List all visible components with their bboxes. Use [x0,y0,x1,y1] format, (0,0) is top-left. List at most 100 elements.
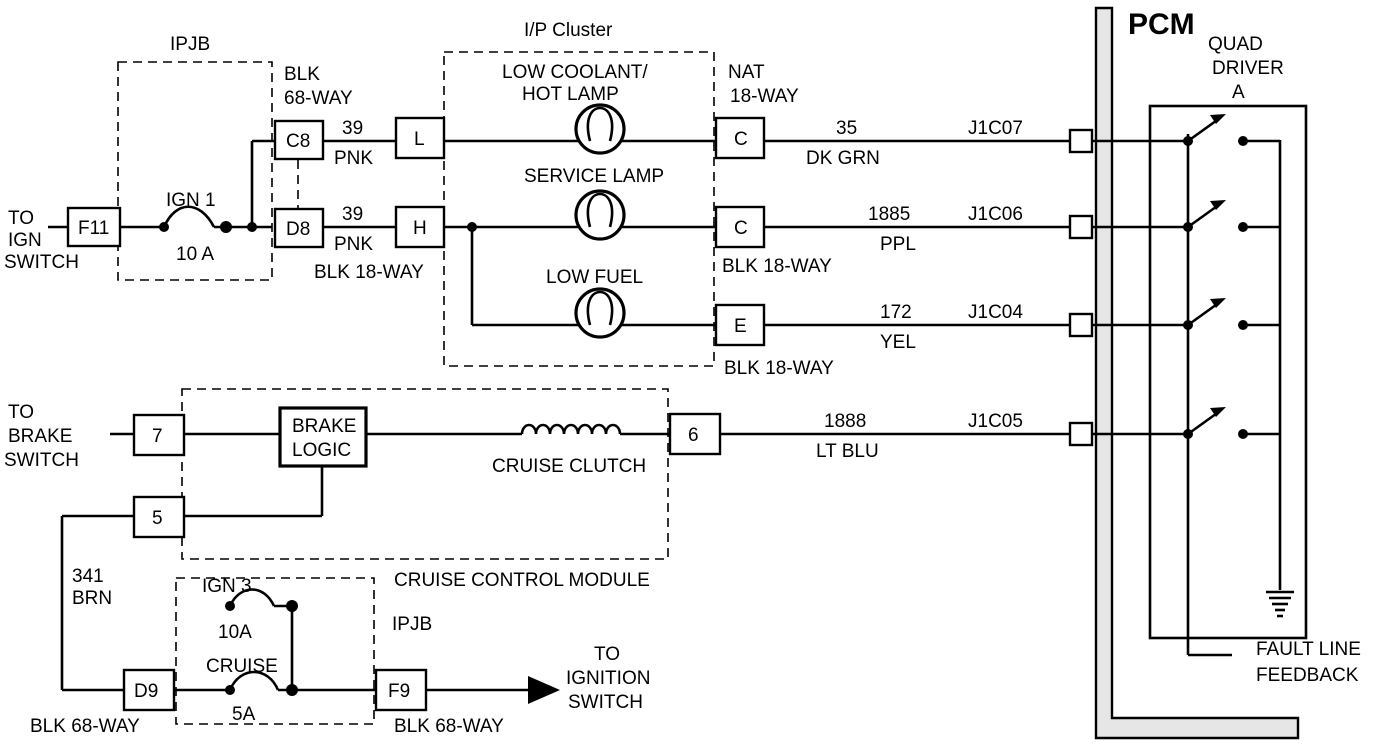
pcm-housing [1094,6,1300,740]
pcm-terminal [1068,128,1094,154]
pcm-terminal [1068,312,1094,338]
junction-dot [1183,136,1193,146]
pin-7-label: 7 [152,426,163,447]
pin-j1c06: J1C06 [968,204,1023,225]
blk-18way-h-label: BLK 18-WAY [314,262,424,283]
ground-symbol [1266,590,1294,618]
pcm-terminal [1068,214,1094,240]
blk-68way-line1: BLK [284,64,320,85]
wire-39-bottom-num: 39 [342,204,363,225]
to-brake-switch-line3: SWITCH [4,450,79,471]
lamp-service-label: SERVICE LAMP [524,166,664,187]
fault-line-label1: FAULT LINE [1256,639,1361,660]
connector-f11 [66,206,122,248]
blk-68way-d9-label: BLK 68-WAY [30,716,140,737]
lamp-low-fuel-bulb [574,287,626,339]
to-ign-switch-line1: TO [8,208,34,229]
pin-l-label: L [414,129,425,150]
wire-1885-num: 1885 [868,204,910,225]
lamp-low-fuel-label: LOW FUEL [546,267,643,288]
connector-f11-label: F11 [78,218,109,239]
fuse-cruise-rating: 5A [232,704,256,725]
blk-18way-c-label: BLK 18-WAY [722,256,832,277]
wire-1885-color: PPL [880,234,916,255]
wire-341-num: 341 [72,566,104,587]
pin-e-fuel-label: E [734,316,747,337]
ipjb-bottom-box [175,577,375,725]
junction-dot [1183,222,1193,232]
wire-1888-color: LT BLU [816,441,879,462]
cruise-clutch-coil [520,423,622,435]
junction-dot [1183,320,1193,330]
wire-35-num: 35 [836,118,857,139]
ip-cluster-title: I/P Cluster [524,20,613,41]
ipjb-bottom-section: D9 BLK 68-WAY IPJB CRUISE 5A IGN 3 10A F… [30,576,650,737]
pin-6 [668,412,722,456]
ipjb-top-box [117,61,273,281]
quad-driver-box [1148,104,1308,640]
fuse-ign1 [162,205,216,228]
lamp-low-coolant-bulb [574,103,626,155]
wire-39-top-num: 39 [342,118,363,139]
wire-35-color: DK GRN [806,148,880,169]
blk-68way-f9-label: BLK 68-WAY [394,716,504,737]
to-ignition-line1: TO [594,644,620,665]
lamp-low-coolant-line1: LOW COOLANT/ [502,62,648,83]
fuse-ign1-name: IGN 1 [166,190,216,211]
to-ignition-line2: IGNITION [566,668,650,689]
blk-18way-e-label: BLK 18-WAY [724,358,834,379]
pin-7 [132,413,186,457]
fuse-ign1-rating: 10 A [176,244,214,265]
lamp-service-bulb [574,189,626,241]
connector-f9-label: F9 [388,681,410,702]
pin-5-label: 5 [152,508,163,529]
to-brake-switch-line2: BRAKE [8,426,72,447]
fuse-ign3-name: IGN 3 [202,576,252,597]
to-brake-switch-line1: TO [8,402,34,423]
connector-c8-label: C8 [286,131,310,152]
arrow-to-ignition-icon [528,676,560,704]
fuse-cruise-name: CRUISE [206,656,278,677]
fault-line-label2: FEEDBACK [1256,665,1359,686]
to-ignition-line3: SWITCH [568,692,643,713]
pcm-terminal [1068,421,1094,447]
ipjb-top-label: IPJB [170,34,210,55]
fuse-cruise [228,670,280,691]
wire-39-top-color: PNK [334,148,373,169]
quad-driver-line1: QUAD [1208,34,1263,55]
pcm-module: PCM QUAD DRIVER A FAULT LINE FEEDBACK [1068,6,1361,740]
quad-driver-line3: A [1232,82,1245,103]
lamp-low-coolant-line2: HOT LAMP [522,84,619,105]
junction-dot [1183,429,1193,439]
pin-j1c05: J1C05 [968,411,1023,432]
connector-d8-label: D8 [286,219,310,240]
ipjb-bottom-label: IPJB [392,614,432,635]
wire-172-num: 172 [880,302,912,323]
cruise-clutch-label: CRUISE CLUTCH [492,456,646,477]
pin-h [394,205,446,249]
to-ign-switch-line3: SWITCH [4,252,79,273]
nat-18way-line1: NAT [728,62,765,83]
pcm-switch-row-j1c07 [1068,114,1280,154]
connector-d9-label: D9 [134,681,158,702]
cruise-module-label: CRUISE CONTROL MODULE [394,570,650,591]
nat-18way-line2: 18-WAY [730,86,799,107]
pin-j1c04: J1C04 [968,302,1023,323]
connector-c8 [273,119,325,161]
pcm-wires: 35 DK GRN J1C07 1885 PPL J1C06 172 YEL J… [718,118,1070,462]
pin-c-service-label: C [734,218,748,239]
pin-j1c07: J1C07 [968,118,1023,139]
blk-68way-line2: 68-WAY [284,88,353,109]
pin-l [394,116,446,160]
pin-6-label: 6 [688,425,699,446]
cruise-control-module: TO BRAKE SWITCH CRUISE CONTROL MODULE 7 … [4,388,722,690]
wire-172-color: YEL [880,332,916,353]
ip-cluster: I/P Cluster L H LOW COOLANT/ HOT LAMP SE… [394,20,834,379]
pcm-title: PCM [1128,8,1195,41]
ign-feed-section: TO IGN SWITCH IPJB F11 IGN 1 10 A BLK 68… [4,34,424,283]
cruise-module-box [181,388,669,560]
fuse-ign3-rating: 10A [218,622,252,643]
fuse-ign3 [228,588,276,607]
wire-39-bottom-color: PNK [334,234,373,255]
